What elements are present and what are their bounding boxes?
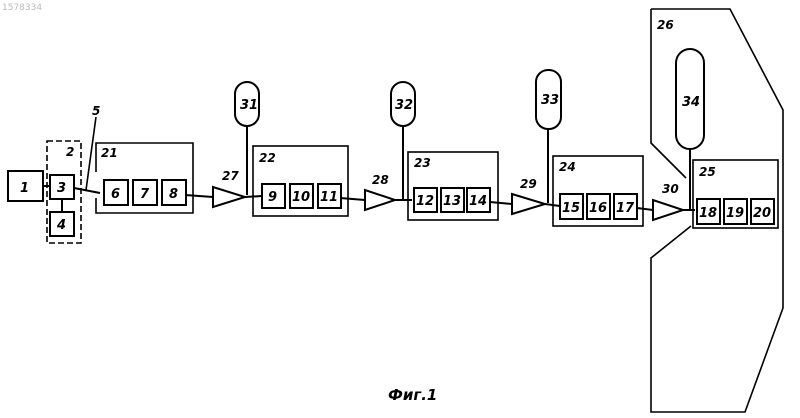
group-22-label: 22	[259, 151, 276, 165]
amplifier-30	[653, 200, 683, 220]
amplifier-29-label: 29	[520, 177, 537, 191]
block-6-label: 6	[111, 187, 120, 202]
amplifier-27-label: 27	[222, 169, 239, 183]
group-23-label: 23	[414, 156, 431, 170]
line-5-label: 5	[92, 104, 100, 118]
group-21-label: 21	[101, 146, 118, 160]
block-13-label: 13	[443, 194, 461, 209]
block-4-label: 4	[56, 218, 66, 233]
block-11-label: 11	[320, 190, 338, 205]
group-26-label: 26	[657, 18, 674, 32]
capsule-33-label: 33	[541, 93, 559, 108]
group-24-label: 24	[559, 160, 576, 174]
block-18-label: 18	[699, 206, 717, 221]
block-7-label: 7	[140, 187, 150, 202]
block-8-label: 8	[169, 187, 178, 202]
capsule-31-label: 31	[240, 98, 258, 113]
block-1-label: 1	[20, 181, 29, 196]
amplifier-28	[365, 190, 395, 210]
amplifier-28-label: 28	[372, 173, 389, 187]
block-12-label: 12	[416, 194, 434, 209]
watermark-number: 1578334	[2, 3, 42, 13]
block-3-label: 3	[57, 181, 66, 196]
figure-caption: Фиг.1	[388, 386, 437, 404]
amplifier-30-label: 30	[662, 182, 679, 196]
amplifier-29	[512, 194, 545, 214]
capsule-34-label: 34	[682, 95, 700, 110]
amplifier-27	[213, 187, 245, 207]
block-19-label: 19	[726, 206, 744, 221]
block-17-label: 17	[616, 201, 635, 216]
block-20-label: 20	[753, 206, 771, 221]
block-16-label: 16	[589, 201, 607, 216]
capsule-32-label: 32	[395, 98, 413, 113]
block-9-label: 9	[268, 190, 277, 205]
group-25-label: 25	[699, 165, 716, 179]
group-2-label: 2	[66, 145, 74, 159]
block-15-label: 15	[562, 201, 580, 216]
block-14-label: 14	[469, 194, 487, 209]
block-10-label: 10	[292, 190, 310, 205]
